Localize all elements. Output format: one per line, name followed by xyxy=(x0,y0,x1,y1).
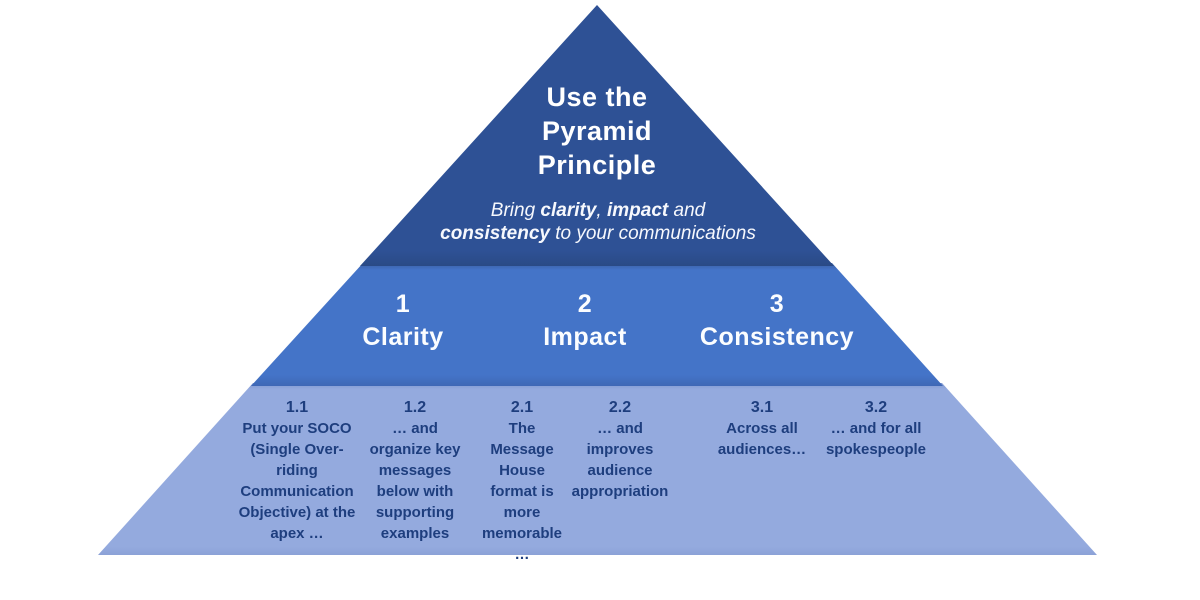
item-text: Put your SOCO (Single Over- riding Commu… xyxy=(238,420,356,542)
pillar-label: Consistency xyxy=(699,323,855,351)
subtitle-text: Bring xyxy=(490,200,541,221)
item-number: 2.1 xyxy=(510,399,534,416)
item-text: … and improves audience appropriation xyxy=(571,420,669,500)
subtitle-text: to your communications xyxy=(549,223,756,244)
pyramid-title: Use the Pyramid Principle xyxy=(537,82,657,180)
pillar-number: 2 xyxy=(577,290,593,318)
item-2-2: 2.2 … and improves audience appropriatio… xyxy=(535,397,705,502)
subtitle-text: , xyxy=(596,200,607,221)
pillar-clarity: 1 Clarity xyxy=(362,288,443,354)
item-number: 1.2 xyxy=(403,399,427,416)
item-text: … and organize key messages below with s… xyxy=(369,420,461,542)
item-number: 2.2 xyxy=(608,399,632,416)
pyramid-middle-tier-shape xyxy=(251,263,943,386)
item-number: 3.2 xyxy=(864,399,888,416)
subtitle-text: and xyxy=(673,200,706,221)
item-number: 1.1 xyxy=(285,399,309,416)
pyramid-subtitle: Bring clarity, impact and consistency to… xyxy=(358,199,838,245)
item-text: Across all audiences… xyxy=(717,420,807,458)
item-3-1: 3.1 Across all audiences… xyxy=(677,397,847,460)
subtitle-bold-consistency: consistency xyxy=(440,223,550,244)
item-number: 3.1 xyxy=(750,399,774,416)
pillar-number: 1 xyxy=(395,290,411,318)
subtitle-bold-impact: impact xyxy=(606,200,669,221)
subtitle-bold-clarity: clarity xyxy=(540,200,597,221)
pillar-consistency: 3 Consistency xyxy=(700,288,854,354)
item-text: … and for all spokespeople xyxy=(825,420,927,458)
item-1-1: 1.1 Put your SOCO (Single Over- riding C… xyxy=(212,397,382,544)
pillar-number: 3 xyxy=(769,290,785,318)
pyramid-bottom-tier-shape xyxy=(98,383,1097,555)
pillar-label: Impact xyxy=(543,323,627,351)
pillar-label: Clarity xyxy=(362,323,444,351)
item-1-2: 1.2 … and organize key messages below wi… xyxy=(330,397,500,544)
item-3-2: 3.2 … and for all spokespeople xyxy=(791,397,961,460)
item-2-1: 2.1 The Message House format is more mem… xyxy=(437,397,607,565)
item-text: The Message House format is more memorab… xyxy=(481,420,563,563)
pillar-impact: 2 Impact xyxy=(543,288,627,354)
